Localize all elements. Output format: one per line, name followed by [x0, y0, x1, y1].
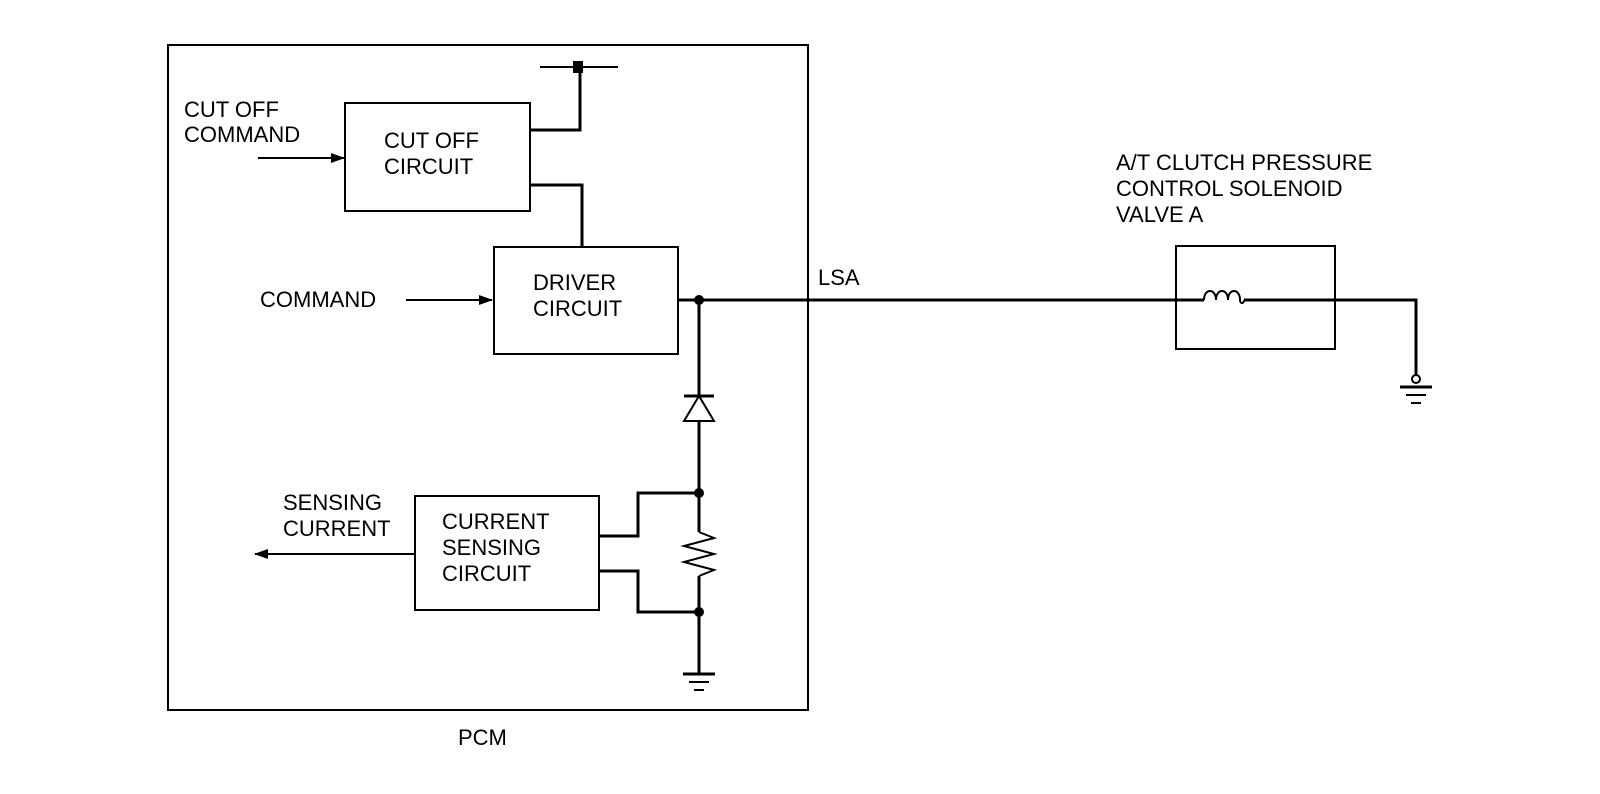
cut-off-circuit-label-2: CIRCUIT [384, 154, 473, 179]
driver-circuit-label-2: CIRCUIT [533, 296, 622, 321]
current-sensing-label-3: CIRCUIT [442, 561, 531, 586]
pcm-box [167, 44, 809, 711]
sensing-tap-upper [599, 491, 699, 538]
solenoid-ground-wire [1244, 298, 1418, 375]
pcm-ground-icon [683, 672, 715, 691]
sensing-current-label-1: SENSING [283, 490, 382, 515]
resistor-icon [680, 531, 718, 577]
current-sensing-label-2: SENSING [442, 535, 541, 560]
solenoid-valve-box [1175, 245, 1336, 350]
cut-off-circuit-label-1: CUT OFF [384, 128, 479, 153]
driver-circuit-block [493, 246, 679, 355]
lsa-label: LSA [818, 265, 860, 290]
current-sensing-circuit-block [414, 495, 600, 611]
cut-off-circuit-block [344, 102, 531, 212]
solenoid-title-2: CONTROL SOLENOID [1116, 176, 1343, 201]
solenoid-title-1: A/T CLUTCH PRESSURE [1116, 150, 1372, 175]
cut-off-command-label-1: CUT OFF [184, 97, 279, 122]
coil-icon [1203, 290, 1245, 304]
power-terminal-icon [573, 61, 583, 73]
driver-circuit-label-1: DRIVER [533, 270, 616, 295]
sensing-current-label-2: CURRENT [283, 516, 391, 541]
sensing-tap-lower [599, 569, 699, 614]
power-wire [530, 67, 582, 132]
command-label: COMMAND [260, 287, 376, 312]
solenoid-ground-icon [1400, 374, 1432, 404]
pcm-label: PCM [458, 725, 507, 750]
cut-off-to-driver-wire [530, 183, 584, 247]
current-sensing-label-1: CURRENT [442, 509, 550, 534]
cut-off-command-label-2: COMMAND [184, 122, 300, 147]
solenoid-title-3: VALVE A [1116, 202, 1204, 227]
diode-icon [682, 394, 716, 422]
